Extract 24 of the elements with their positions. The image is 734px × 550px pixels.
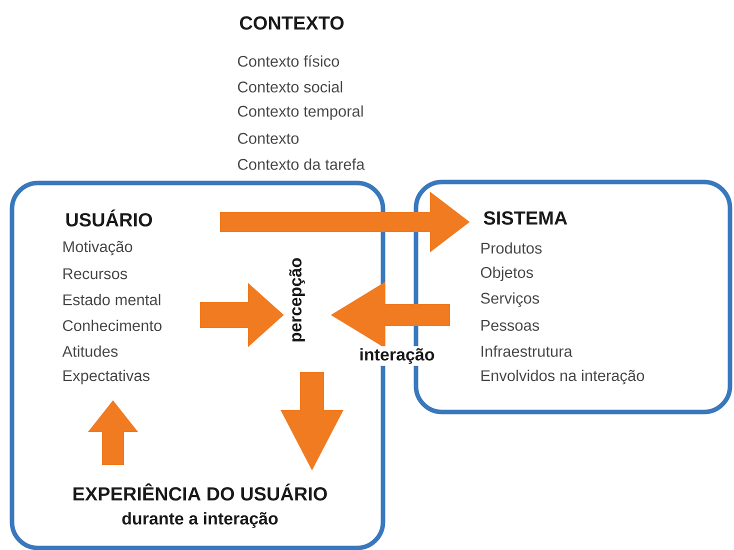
list-item: Expectativas xyxy=(63,370,150,384)
list-item: Motivação xyxy=(63,240,132,256)
list-item: Contexto temporal xyxy=(238,105,363,120)
list-item: Recursos xyxy=(63,268,128,280)
list-item: Estado mental xyxy=(63,294,160,306)
list-item: Envolvidos na interação xyxy=(481,370,644,384)
list-item: Infraestrutura xyxy=(482,346,572,357)
list-item: Produtos xyxy=(481,242,542,254)
list-item: Atitudes xyxy=(62,346,118,357)
rotated-label: percepção xyxy=(289,258,305,342)
list-item: Contexto da tarefa xyxy=(238,158,365,170)
list-item: Objetos xyxy=(480,266,534,282)
edge-label: interação xyxy=(357,346,437,366)
heading: SISTEMA xyxy=(484,211,568,225)
heading: EXPERIÊNCIA DO USUÁRIO xyxy=(74,483,327,501)
list-item: Serviços xyxy=(480,292,540,307)
heading: USUÁRIO xyxy=(66,210,152,227)
list-item: Contexto social xyxy=(238,81,342,92)
list-item: Contexto físico xyxy=(238,55,340,67)
list-item: Conhecimento xyxy=(62,320,162,332)
list-item: Contexto xyxy=(238,132,299,144)
subheading: durante a interação xyxy=(122,512,278,528)
list-item: Pessoas xyxy=(481,320,540,331)
heading: CONTEXTO xyxy=(240,16,344,30)
